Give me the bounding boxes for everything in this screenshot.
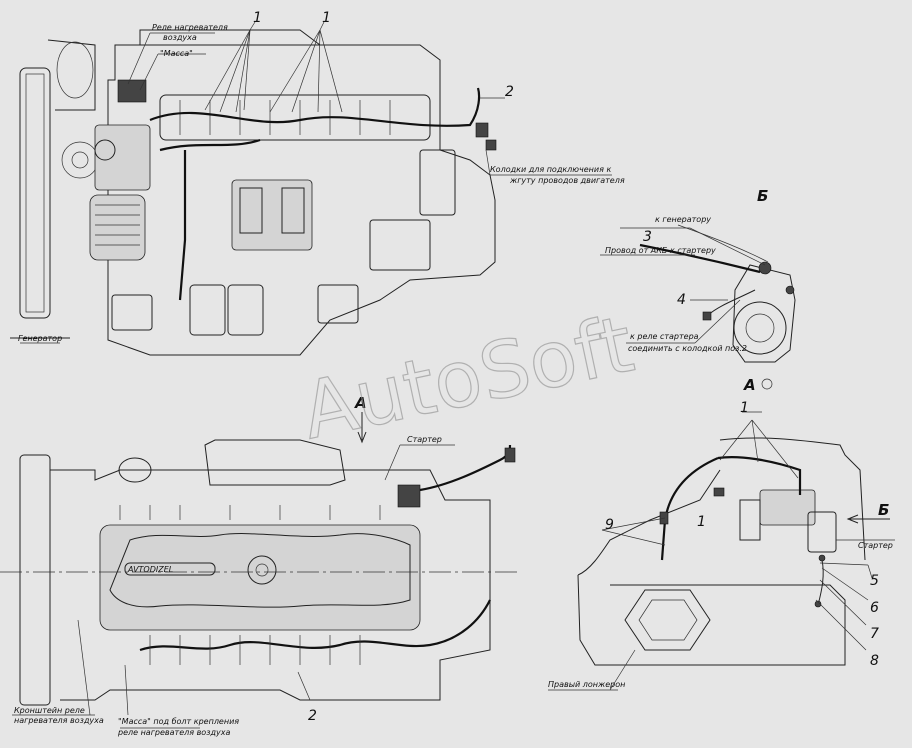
pos-2-bottom: 2 [308, 708, 317, 724]
pos-6: 6 [870, 600, 879, 616]
label-to-starter-relay-line1: к реле стартера [630, 332, 699, 341]
label-massa-bolt-line1: "Масса" под болт крепления [118, 717, 239, 726]
view-a-title: А [743, 376, 756, 394]
label-bracket-line1: Кронштейн реле [14, 706, 85, 715]
label-to-starter-relay-line2: соединить с колодкой поз.2 [628, 344, 747, 353]
starter-detail-b [600, 224, 796, 363]
spar-detail-a [548, 378, 895, 691]
pos-3: 3 [643, 229, 652, 245]
label-to-generator: к генератору [655, 215, 711, 224]
pos-1-a-mid: 1 [697, 514, 706, 530]
label-connectors-line1: Колодки для подключения к [490, 165, 611, 174]
engine-top-view: AVTODIZEL [0, 412, 520, 729]
pos-5: 5 [870, 573, 879, 589]
view-b-arrow-label: Б [878, 501, 889, 519]
label-bracket-line2: нагревателя воздуха [14, 716, 104, 725]
view-a-arrow-label: А [354, 394, 367, 412]
label-generator: Генератор [18, 334, 62, 343]
label-massa-bolt-line2: реле нагревателя воздуха [117, 728, 230, 737]
pos-2-top: 2 [505, 84, 514, 100]
pos-1-a-top: 1 [740, 400, 749, 416]
pos-1-top-right: 1 [322, 10, 331, 26]
label-right-spar: Правый лонжерон [548, 680, 625, 689]
pos-7: 7 [870, 626, 879, 642]
pos-9: 9 [605, 517, 614, 533]
pos-8: 8 [870, 653, 879, 669]
label-relay-line1: Реле нагревателя [152, 23, 228, 32]
label-starter-top: Стартер [407, 435, 442, 444]
label-connectors-line2: жгуту проводов двигателя [509, 176, 625, 185]
pos-4: 4 [677, 292, 686, 308]
view-b-title: Б [757, 187, 768, 205]
engine-brand-text: AVTODIZEL [127, 565, 173, 574]
pos-1-top-left: 1 [253, 10, 262, 26]
leaders-top [20, 21, 612, 344]
label-massa: "Масса" [160, 49, 193, 58]
label-wire-akb: Провод от АКБ к стартеру [605, 246, 716, 255]
engine-side-view [10, 29, 497, 356]
label-relay-line2: воздуха [163, 33, 197, 42]
label-starter-right: Стартер [858, 541, 893, 550]
